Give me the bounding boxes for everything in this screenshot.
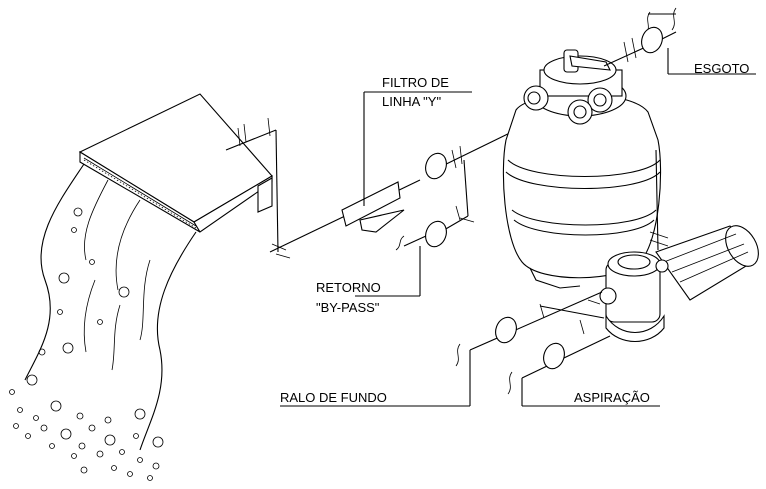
bubble [62, 342, 74, 354]
bubble [134, 408, 146, 420]
bubble [78, 442, 86, 450]
bubble [50, 400, 62, 412]
bubble [26, 374, 38, 386]
bubble [71, 453, 77, 459]
bubble [38, 348, 46, 356]
bubble [96, 450, 104, 458]
bubble [25, 433, 31, 439]
bubble [104, 416, 112, 424]
waterfall-spout [78, 93, 273, 233]
bubble [40, 424, 48, 432]
bubble [17, 407, 23, 413]
label-retorno: RETORNO [316, 280, 381, 295]
bubble [97, 319, 103, 325]
bubble [80, 466, 88, 474]
label-filtro-line2: LINHA "Y" [382, 94, 441, 109]
bubble [88, 424, 96, 432]
bubble [119, 449, 125, 455]
bubble [73, 207, 83, 217]
bubble [49, 443, 55, 449]
label-aspiracao: ASPIRAÇÃO [574, 390, 650, 405]
bubble [104, 434, 116, 446]
bubble [71, 227, 77, 233]
water-bubbles [9, 207, 164, 481]
bubble [137, 457, 143, 463]
bubble [9, 389, 15, 395]
bubble [57, 309, 63, 315]
label-filtro-line1: FILTRO DE [382, 75, 449, 90]
bubble [13, 423, 19, 429]
label-esgoto: ESGOTO [694, 61, 749, 76]
bubble [147, 475, 153, 481]
bubble [127, 471, 133, 477]
sand-filter-tank [502, 7, 756, 289]
y-strainer [341, 91, 472, 233]
bubble [33, 415, 39, 421]
bubble [152, 436, 164, 448]
suction-pipes [280, 291, 660, 407]
water-stream [9, 163, 197, 481]
pump-motor [599, 225, 759, 342]
valve-bypass [395, 220, 447, 251]
bubble [89, 259, 95, 265]
label-bypass: "BY-PASS" [316, 300, 380, 315]
bubble [111, 465, 117, 471]
label-ralo-de-fundo: RALO DE FUNDO [280, 390, 387, 405]
bubble [58, 272, 70, 284]
bubble [152, 462, 160, 470]
bubble [60, 428, 72, 440]
bubble [76, 412, 84, 420]
valve-return [425, 152, 447, 180]
bubble [118, 286, 130, 298]
bubble [133, 433, 139, 439]
